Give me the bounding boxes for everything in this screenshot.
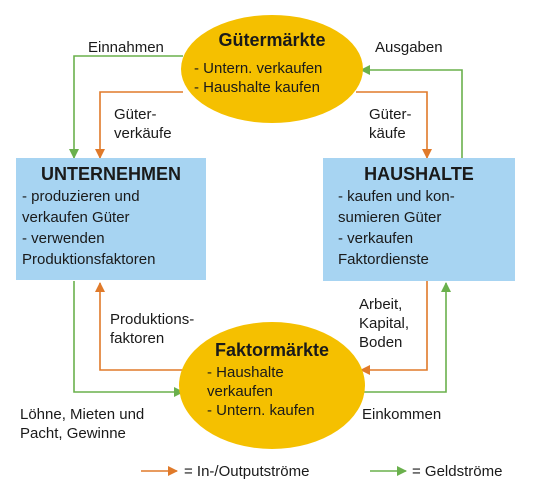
label-income: Einkommen (362, 406, 442, 423)
firms-title: UNTERNEHMEN (40, 164, 181, 184)
households-items: - kaufen und kon- sumieren Güter - verka… (338, 188, 455, 268)
households-box: HAUSHALTE - kaufen und kon- sumieren Güt… (323, 158, 515, 281)
money-arrow-revenue (69, 55, 183, 159)
goods-market: Gütermärkte - Untern. verkaufen - Hausha… (181, 15, 363, 123)
money-arrow-spending (360, 65, 463, 158)
io-arrow-goods-bought (356, 91, 432, 159)
label-revenue: Einnahmen (88, 39, 164, 56)
money-arrow-wages (73, 281, 184, 397)
label-wages-rents-profits: Löhne, Mieten und Pacht, Gewinne (20, 406, 145, 442)
label-goods-sold: Güter- verkäufe (114, 106, 172, 142)
io-arrow-factors (95, 282, 183, 371)
legend-money-label: = Geldströme (412, 463, 503, 480)
firms-box: UNTERNEHMEN - produzieren und verkaufen … (16, 158, 206, 280)
goods-market-items: - Untern. verkaufen - Haushalte kaufen (194, 60, 323, 96)
factor-market-title: Faktormärkte (214, 340, 330, 360)
money-arrow-income (362, 282, 451, 393)
households-title: HAUSHALTE (364, 164, 474, 184)
firms-items: - produzieren und verkaufen Güter - verw… (22, 188, 156, 268)
label-goods-bought: Güter- käufe (369, 106, 412, 142)
io-arrow-labor (360, 281, 428, 375)
label-spending: Ausgaben (375, 39, 443, 56)
label-factors-of-production: Produktions- faktoren (110, 311, 195, 347)
factor-market-items: - Haushalte verkaufen - Untern. kaufen (207, 364, 315, 419)
label-labor-capital-land: Arbeit, Kapital, Boden (359, 296, 410, 351)
legend-io-label: = In-/Outputströme (184, 463, 310, 480)
goods-market-title: Gütermärkte (218, 30, 326, 50)
factor-market: Faktormärkte - Haushalte verkaufen - Unt… (179, 322, 365, 449)
io-arrow-goods-sold (95, 91, 183, 159)
